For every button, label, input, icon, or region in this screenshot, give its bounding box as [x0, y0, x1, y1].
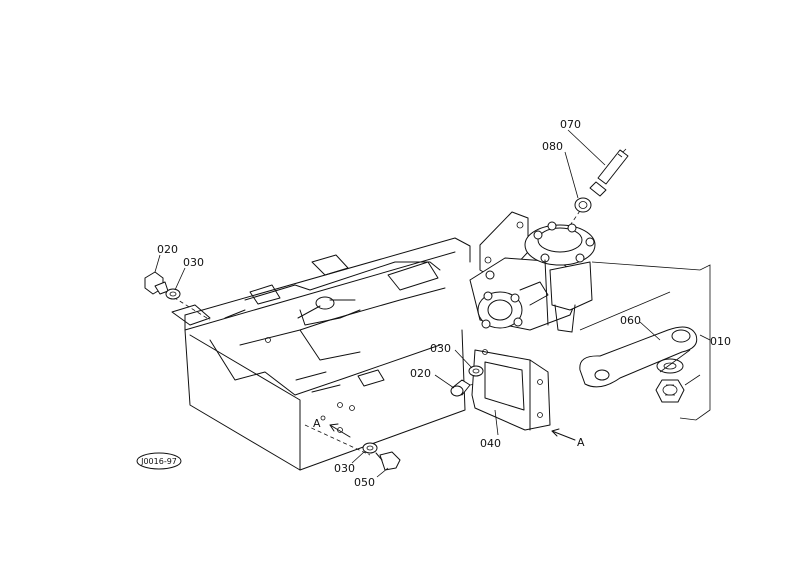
washer-nut-010 [655, 358, 685, 403]
bolt-020-left [144, 271, 169, 295]
seal-080 [574, 197, 592, 213]
view-marker-a-left: A [313, 417, 321, 430]
callout-030-bottom: 030 [334, 462, 355, 475]
view-arrow-right [551, 428, 576, 441]
input-shaft-070 [589, 148, 629, 197]
drawing-code-text: J0016-97 [140, 457, 177, 466]
callout-030-left: 030 [183, 256, 204, 269]
callout-070: 070 [560, 118, 581, 131]
drawing-code-badge: J0016-97 [136, 452, 182, 470]
frame-chassis [171, 237, 471, 471]
washer-030-left [165, 288, 181, 300]
view-marker-a-right: A [577, 436, 585, 449]
steering-gearbox [469, 211, 596, 333]
callout-050: 050 [354, 476, 375, 489]
callout-080: 080 [542, 140, 563, 153]
washer-030-mid [468, 365, 484, 377]
callout-020-left: 020 [157, 243, 178, 256]
pitman-arm-060 [579, 326, 698, 388]
view-arrow-left [329, 423, 351, 438]
callout-030-mid: 030 [430, 342, 451, 355]
washer-030-bottom [362, 442, 378, 454]
callout-010: 010 [710, 335, 731, 348]
callout-040: 040 [480, 437, 501, 450]
leader-lines [154, 129, 711, 478]
callout-060: 060 [620, 314, 641, 327]
bracket-040 [471, 349, 551, 431]
bolt-050 [375, 451, 401, 471]
callout-020-mid: 020 [410, 367, 431, 380]
bolt-020-mid [450, 379, 471, 397]
